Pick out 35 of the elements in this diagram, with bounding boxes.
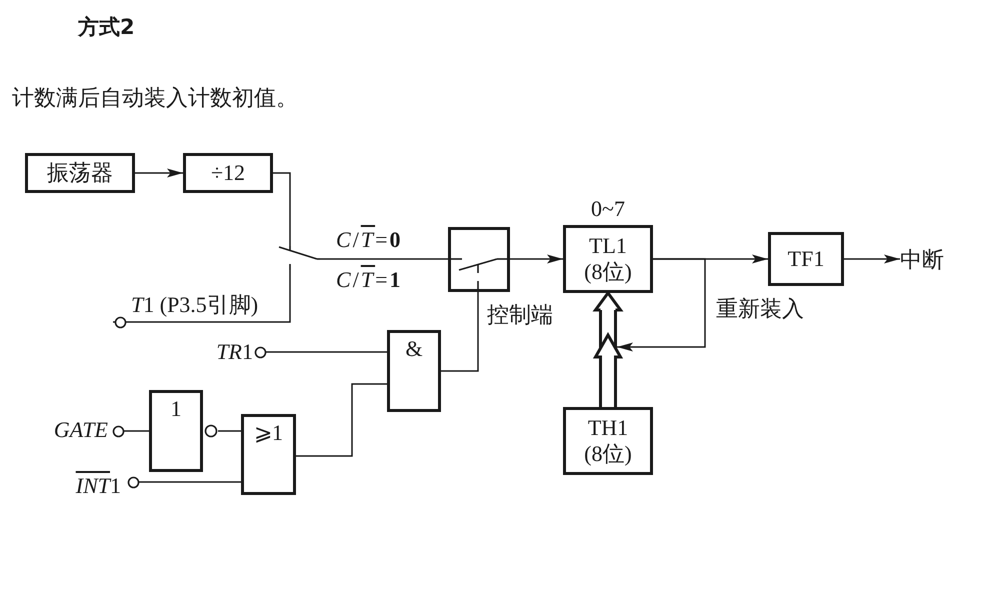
connector-line <box>441 292 479 372</box>
output-label: 中断 <box>900 247 956 273</box>
edge-label: 重新装入 <box>716 297 804 321</box>
connector-line <box>113 270 291 323</box>
pin-label: INT1 <box>74 474 121 498</box>
bit-range-label: 0~7 <box>591 197 625 221</box>
connector-line <box>124 430 149 432</box>
and-gate: & <box>387 330 441 412</box>
register-box: TL1 (8位) <box>563 225 653 293</box>
arrow <box>135 168 183 178</box>
connector-line <box>218 430 241 432</box>
not-gate: 1 <box>149 390 203 472</box>
connector-line <box>320 258 448 260</box>
switch-box <box>448 227 510 292</box>
connector-line <box>266 351 387 353</box>
or-gate: ⩾1 <box>241 414 296 495</box>
arrow <box>844 254 900 264</box>
flag-box: TF1 <box>768 232 844 286</box>
register-box: TH1 (8位) <box>563 407 653 475</box>
description-text: 计数满后自动装入计数初值。 <box>12 87 298 111</box>
title: 方式2 <box>78 15 135 39</box>
mode-label: C/T=1 <box>336 268 402 292</box>
switch-icon <box>278 246 320 270</box>
arrow <box>510 254 563 264</box>
oscillator-box: 振荡器 <box>25 153 135 193</box>
control-label: 控制端 <box>487 303 553 327</box>
pin-label: T1 (P3.5引脚) <box>131 293 258 317</box>
connector-line <box>296 383 387 457</box>
connector-line <box>273 172 291 246</box>
hollow-arrow <box>592 292 624 408</box>
arrow <box>617 258 706 352</box>
pin-label: GATE <box>52 418 108 442</box>
pin-label: TR1 <box>215 340 253 364</box>
connector-line <box>139 481 241 483</box>
mode-label: C/T=0 <box>336 228 402 252</box>
